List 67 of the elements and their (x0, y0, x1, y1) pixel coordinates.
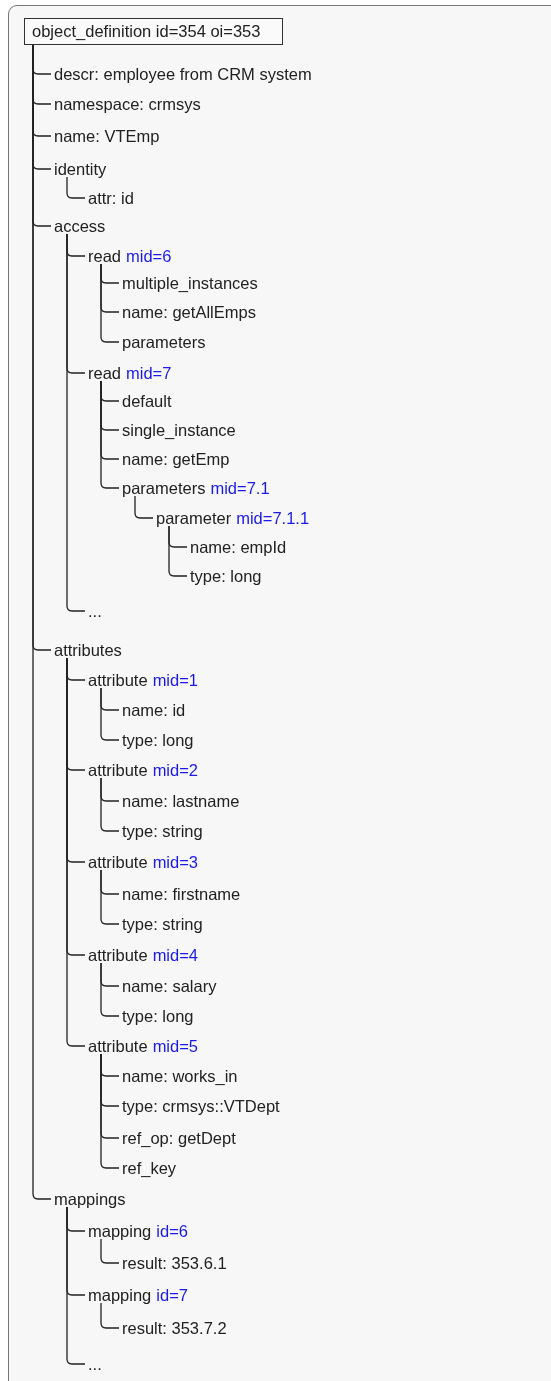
item-label: type: long (190, 567, 262, 585)
item-label: attribute (88, 946, 148, 964)
id-label: mid=3 (152, 853, 199, 871)
item-label: type: string (122, 915, 203, 933)
item-label: type: string (122, 822, 203, 840)
item-label: attribute (88, 853, 148, 871)
item-label: result: 353.6.1 (122, 1254, 227, 1272)
id-label: mid=5 (152, 1037, 199, 1055)
tree-connector (66, 657, 86, 1047)
item-label: parameters (122, 333, 206, 351)
item-label: attribute (88, 761, 148, 779)
item-label: attribute (88, 1037, 148, 1055)
item-label: name: lastname (122, 792, 240, 810)
tree-connector (100, 962, 120, 1017)
item-label: descr: employee from CRM system (54, 65, 312, 83)
item-label: mappings (54, 1190, 126, 1208)
tree-connector (134, 495, 154, 519)
item-label: name: getAllEmps (122, 303, 256, 321)
item-label: mapping (88, 1222, 152, 1240)
tree-connector (100, 263, 120, 343)
id-label: mid=2 (152, 761, 199, 779)
item-label: attr: id (88, 189, 134, 207)
item-label: result: 353.7.2 (122, 1319, 227, 1337)
id-label: mid=4 (152, 946, 199, 964)
id-label: mid=6 (126, 247, 172, 265)
item-label: type: long (122, 1007, 194, 1025)
item-label: mapping (88, 1286, 152, 1304)
item-label: attributes (54, 641, 122, 659)
item-label: namespace: crmsys (54, 95, 201, 113)
item-label: read (88, 364, 122, 382)
item-label: parameters (122, 479, 206, 497)
item-label: name: works_in (122, 1067, 238, 1085)
tree-connector (66, 176, 86, 199)
item-label: name: salary (122, 977, 217, 995)
item-label: name: getEmp (122, 450, 230, 468)
item-label: parameter (156, 509, 232, 527)
id-label: mid=7.1 (210, 479, 270, 497)
item-label: name: empId (190, 538, 287, 556)
tree-connector (100, 380, 120, 489)
item-label: read (88, 247, 122, 265)
id-label: id=6 (156, 1222, 188, 1240)
tree-connector (100, 1053, 120, 1169)
id-label: mid=7.1.1 (236, 509, 310, 527)
item-label: type: long (122, 731, 194, 749)
tree-connector (168, 525, 188, 577)
id-label: mid=1 (152, 671, 199, 689)
item-label: name: VTEmp (54, 127, 160, 145)
id-label: mid=7 (126, 364, 172, 382)
item-label: name: id (122, 701, 186, 719)
item-label: ... (88, 1355, 102, 1373)
tree-connector (100, 777, 120, 832)
item-label: name: firstname (122, 885, 241, 903)
item-label: multiple_instances (122, 274, 258, 292)
item-label: object_definition id=354 oi=353 (32, 22, 261, 40)
tree-connector (100, 869, 120, 925)
item-label: ref_key (122, 1159, 177, 1177)
item-label: single_instance (122, 421, 236, 439)
root-box (24, 18, 284, 45)
item-label: default (122, 392, 172, 410)
item-label: access (54, 217, 106, 235)
item-label: ref_op: getDept (122, 1129, 236, 1147)
tree-connector (100, 687, 120, 741)
id-label: id=7 (156, 1286, 188, 1304)
item-label: attribute (88, 671, 148, 689)
item-label: type: crmsys::VTDept (122, 1097, 280, 1115)
item-label: ... (88, 602, 102, 620)
item-label: identity (54, 160, 107, 178)
